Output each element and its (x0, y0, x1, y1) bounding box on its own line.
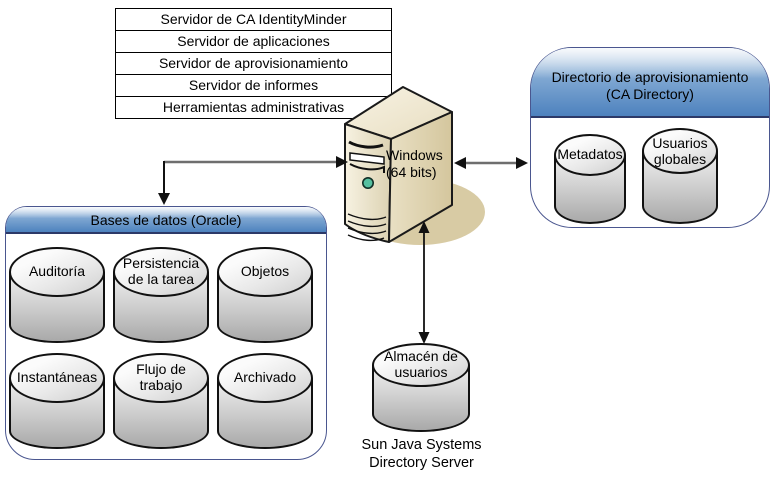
cylinder-metadatos: Metadatos (554, 134, 626, 224)
cylinder-flujo-trabajo: Flujo de trabajo (113, 353, 209, 449)
cylinder-archivado: Archivado (217, 353, 313, 449)
windows-server-tower: Windows (64 bits) (344, 86, 485, 245)
cylinder-label: Persistencia (122, 255, 200, 271)
cylinder-top (113, 247, 209, 297)
arrow-server-to-databases (158, 156, 348, 205)
cylinder-label: Almacén de (384, 348, 458, 364)
cylinder-top (642, 128, 718, 174)
cylinder-top (554, 134, 626, 176)
cylinder-top (9, 247, 105, 297)
tower-vents (347, 213, 387, 242)
stack-item-herramientas: Herramientas administrativas (115, 96, 392, 119)
stack-item-aplicaciones: Servidor de aplicaciones (115, 30, 392, 53)
cylinder-objetos: Objetos (217, 247, 313, 343)
provisioning-directory-panel: Directorio de aprovisionamiento (CA Dire… (530, 47, 770, 228)
user-store-caption: Sun Java Systems Directory Server (339, 437, 504, 472)
cylinder-persistencia: Persistencia de la tarea (113, 247, 209, 343)
cylinder-label: Objetos (240, 263, 290, 279)
arrowhead-down-icon (158, 193, 170, 205)
arrowhead-right-icon (516, 157, 528, 169)
tower-side-face (388, 111, 453, 243)
tower-drive-bay (348, 140, 385, 173)
cylinder-label: Flujo de (136, 361, 186, 377)
tower-power-button-icon (361, 177, 374, 190)
cylinder-top (113, 353, 209, 403)
cylinder-almacen-usuarios: Almacén de usuarios (372, 343, 470, 432)
cylinder-label: Metadatos (557, 146, 623, 162)
cylinder-label: trabajo (139, 376, 183, 393)
cylinder-usuarios-globales: Usuarios globales (642, 128, 718, 224)
cylinder-label: globales (653, 150, 707, 167)
cylinder-label: Auditoría (28, 263, 86, 279)
tower-os-label: (64 bits) (386, 164, 437, 180)
panel-title-line: Directorio de aprovisionamiento (551, 69, 749, 85)
cylinder-label: usuarios (394, 363, 448, 380)
cylinder-label: de la tarea (127, 270, 195, 287)
cylinder-top (9, 353, 105, 403)
caption-line: Sun Java Systems (361, 437, 482, 453)
databases-panel: Bases de datos (Oracle) Auditoría Persis… (5, 206, 327, 460)
caption-line: Directory Server (369, 454, 474, 471)
cylinder-label: Archivado (233, 369, 297, 385)
cylinder-auditoria: Auditoría (9, 247, 105, 343)
cylinder-instantaneas: Instantáneas (9, 353, 105, 449)
databases-panel-title: Bases de datos (Oracle) (6, 207, 326, 234)
cylinder-top (217, 353, 313, 403)
server-stack: Servidor de CA IdentityMinder Servidor d… (115, 8, 392, 119)
stack-item-aprovisionamiento: Servidor de aprovisionamiento (115, 52, 392, 75)
provisioning-directory-title: Directorio de aprovisionamiento (CA Dire… (531, 48, 769, 118)
panel-title-line: (CA Directory) (606, 86, 694, 102)
stack-item-identityminder: Servidor de CA IdentityMinder (115, 8, 392, 31)
cylinder-label: Instantáneas (16, 369, 98, 385)
tower-os-label: Windows (386, 147, 443, 163)
cylinder-top (372, 343, 470, 387)
cylinder-label: Usuarios (652, 135, 708, 151)
cylinder-top (217, 247, 313, 297)
